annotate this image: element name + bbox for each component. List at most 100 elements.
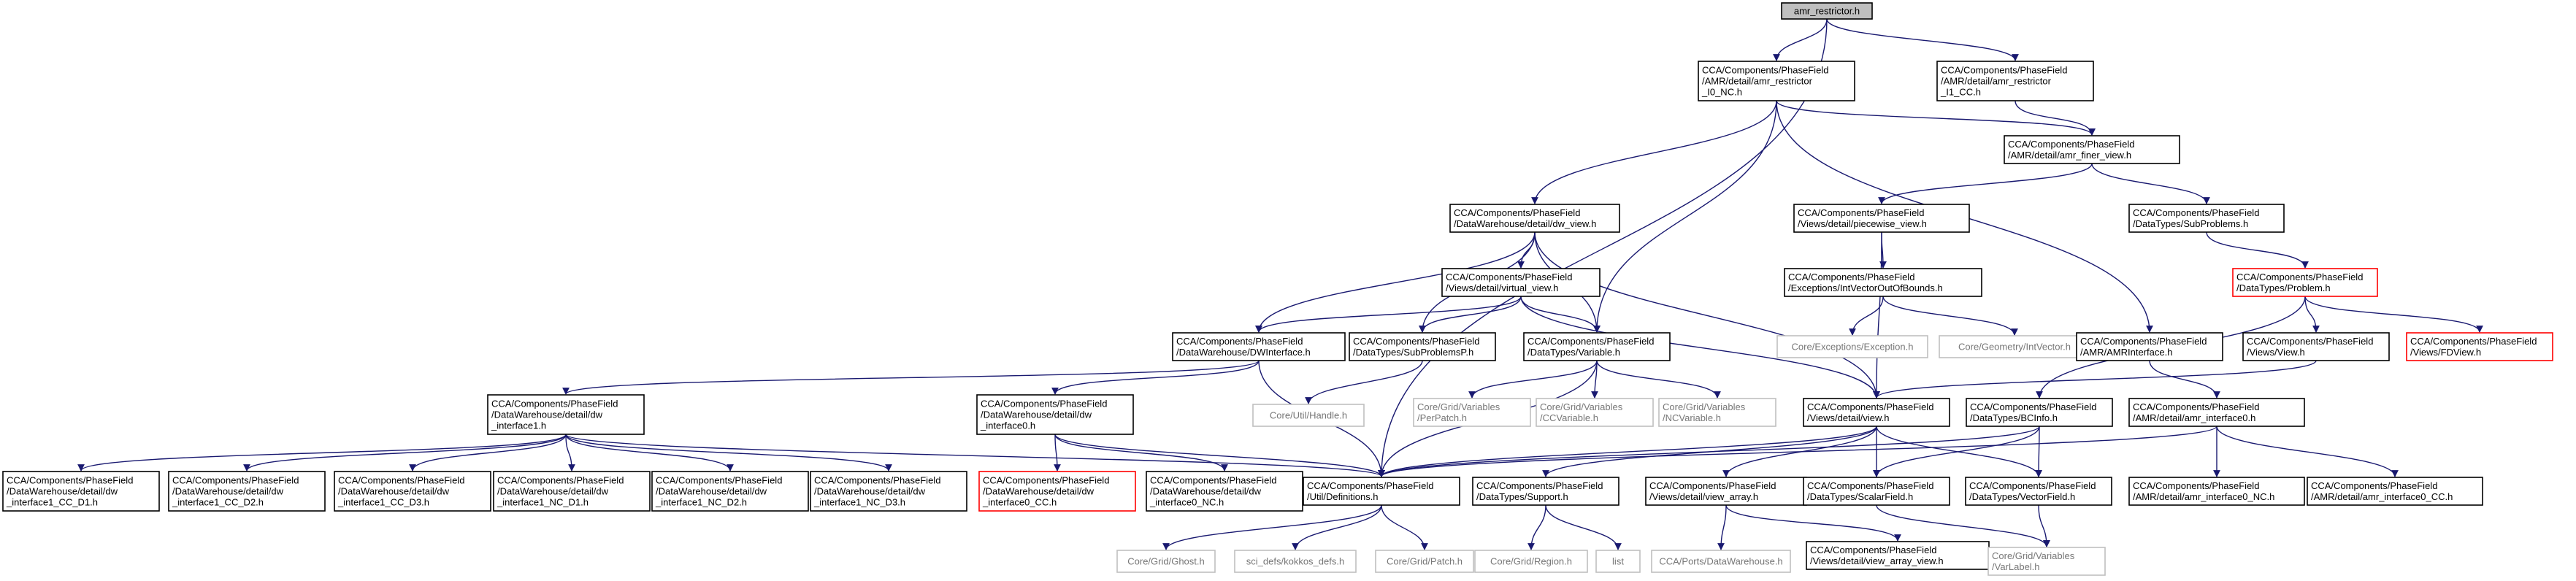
node-label-line: /AMR/AMRInterface.h bbox=[2080, 347, 2172, 358]
edge-variable-to-ccvariable bbox=[1591, 360, 1598, 399]
node-label-line: CCA/Ports/DataWarehouse.h bbox=[1659, 556, 1782, 567]
node-label-line: _interface1_CC_D2.h bbox=[172, 497, 264, 508]
node-subproblemsp[interactable]: CCA/Components/PhaseField/DataTypes/SubP… bbox=[1349, 332, 1496, 361]
node-label-line: CCA/Components/PhaseField bbox=[1807, 401, 1933, 412]
node-label-line: /DataWarehouse/detail/dw bbox=[497, 486, 609, 497]
node-varlabel: Core/Grid/Variables/VarLabel.h bbox=[1987, 547, 2106, 576]
edge-virtual_view-to-dwinterface bbox=[1255, 296, 1522, 333]
node-i0_cc[interactable]: CCA/Components/PhaseField/DataWarehouse/… bbox=[978, 471, 1136, 512]
node-exception: Core/Exceptions/Exception.h bbox=[1776, 335, 1928, 358]
edge-variable-to-ncvariable bbox=[1596, 360, 1721, 399]
node-i1_cc_d2[interactable]: CCA/Components/PhaseField/DataWarehouse/… bbox=[168, 471, 326, 512]
node-label-line: list bbox=[1612, 556, 1624, 567]
node-amr_interface0[interactable]: CCA/Components/PhaseField/AMR/detail/amr… bbox=[2128, 398, 2305, 427]
node-label-line: CCA/Components/PhaseField bbox=[983, 475, 1109, 486]
node-box bbox=[2128, 477, 2305, 506]
node-box bbox=[2128, 204, 2285, 233]
edge-dw_interface1-to-i1_nc_d3 bbox=[565, 434, 892, 472]
edge-dw_interface0-to-i0_cc bbox=[1054, 434, 1061, 472]
node-box bbox=[1595, 550, 1641, 573]
edge-virtual_view-to-subproblemsp bbox=[1419, 296, 1522, 333]
node-support[interactable]: CCA/Components/PhaseField/DataTypes/Supp… bbox=[1472, 477, 1619, 506]
node-label-line: /Views/FDView.h bbox=[2410, 347, 2481, 358]
node-box bbox=[1413, 398, 1531, 427]
edge-dw_interface0-to-definitions bbox=[1054, 434, 1385, 477]
node-vectorfield[interactable]: CCA/Components/PhaseField/DataTypes/Vect… bbox=[1965, 477, 2112, 506]
edge-root-to-restr_i1 bbox=[1826, 18, 2019, 61]
edge-dw_view-to-detail_view bbox=[1534, 231, 1880, 399]
node-view_array_view[interactable]: CCA/Components/PhaseField/Views/detail/v… bbox=[1806, 541, 1990, 570]
node-label-line: _interface1_NC_D2.h bbox=[655, 497, 747, 508]
node-label-line: CCA/Components/PhaseField bbox=[2236, 272, 2363, 282]
node-label-line: Core/Util/Handle.h bbox=[1270, 410, 1347, 421]
node-view_array[interactable]: CCA/Components/PhaseField/Views/detail/v… bbox=[1645, 477, 1807, 506]
node-box bbox=[1303, 477, 1460, 506]
edge-support-to-list bbox=[1545, 504, 1622, 550]
node-box bbox=[1806, 541, 1990, 570]
node-box bbox=[2128, 398, 2305, 427]
node-problem[interactable]: CCA/Components/PhaseField/DataTypes/Prob… bbox=[2232, 268, 2378, 297]
node-views_view[interactable]: CCA/Components/PhaseField/Views/View.h bbox=[2242, 332, 2390, 361]
node-detail_view[interactable]: CCA/Components/PhaseField/Views/detail/v… bbox=[1803, 398, 1950, 427]
node-intvec_oob[interactable]: CCA/Components/PhaseField/Exceptions/Int… bbox=[1784, 268, 1982, 297]
node-root[interactable]: amr_restrictor.h bbox=[1781, 2, 1873, 20]
node-dwinterface[interactable]: CCA/Components/PhaseField/DataWarehouse/… bbox=[1172, 332, 1346, 361]
node-bcinfo[interactable]: CCA/Components/PhaseField/DataTypes/BCIn… bbox=[1966, 398, 2113, 427]
node-variable[interactable]: CCA/Components/PhaseField/DataTypes/Vari… bbox=[1523, 332, 1671, 361]
node-label-line: /Views/detail/view.h bbox=[1807, 412, 1890, 423]
node-amr_i0_nc[interactable]: CCA/Components/PhaseField/AMR/detail/amr… bbox=[2128, 477, 2305, 506]
node-label-line: CCA/Components/PhaseField bbox=[1446, 272, 1572, 282]
node-subproblems[interactable]: CCA/Components/PhaseField/DataTypes/SubP… bbox=[2128, 204, 2285, 233]
node-label-line: _I0_NC.h bbox=[1701, 87, 1742, 98]
node-label-line: /DataWarehouse/detail/dw bbox=[656, 486, 767, 497]
node-label-line: Core/Grid/Variables bbox=[1417, 401, 1500, 412]
node-label-line: /Views/detail/piecewise_view.h bbox=[1798, 218, 1927, 229]
node-patch: Core/Grid/Patch.h bbox=[1375, 550, 1474, 573]
node-dw_interface0[interactable]: CCA/Components/PhaseField/DataWarehouse/… bbox=[976, 394, 1134, 435]
node-box bbox=[1474, 550, 1588, 573]
node-label-line: /DataTypes/BCInfo.h bbox=[1970, 412, 2058, 423]
edge-dw_interface1-to-i1_nc_d1 bbox=[565, 434, 575, 472]
node-restr_i0[interactable]: CCA/Components/PhaseField/AMR/detail/amr… bbox=[1698, 61, 1855, 101]
node-label-line: /DataWarehouse/detail/dw bbox=[981, 409, 1092, 420]
node-definitions[interactable]: CCA/Components/PhaseField/Util/Definitio… bbox=[1303, 477, 1460, 506]
node-i1_cc_d1[interactable]: CCA/Components/PhaseField/DataWarehouse/… bbox=[2, 471, 160, 512]
node-i1_cc_d3[interactable]: CCA/Components/PhaseField/DataWarehouse/… bbox=[334, 471, 491, 512]
node-i1_nc_d3[interactable]: CCA/Components/PhaseField/DataWarehouse/… bbox=[810, 471, 967, 512]
node-finer_view[interactable]: CCA/Components/PhaseField/AMR/detail/amr… bbox=[2004, 135, 2180, 164]
node-amrinterface[interactable]: CCA/Components/PhaseField/AMR/AMRInterfa… bbox=[2076, 332, 2223, 361]
edge-finer_view-to-subproblems bbox=[2091, 163, 2210, 204]
edge-dw_view-to-dwinterface bbox=[1255, 231, 1536, 333]
node-amr_i0_cc[interactable]: CCA/Components/PhaseField/AMR/detail/amr… bbox=[2307, 477, 2483, 506]
node-label-line: CCA/Components/PhaseField bbox=[1798, 207, 1924, 218]
edge-definitions-to-patch bbox=[1381, 504, 1428, 550]
node-label-line: CCA/Components/PhaseField bbox=[1353, 336, 1479, 347]
node-label-line: CCA/Components/PhaseField bbox=[2247, 336, 2373, 347]
node-label-line: CCA/Components/PhaseField bbox=[981, 399, 1107, 409]
node-i0_nc[interactable]: CCA/Components/PhaseField/DataWarehouse/… bbox=[1146, 471, 1303, 512]
node-scalarfield[interactable]: CCA/Components/PhaseField/DataTypes/Scal… bbox=[1803, 477, 1950, 506]
node-label-line: /DataTypes/ScalarField.h bbox=[1807, 491, 1913, 502]
node-dw_interface1[interactable]: CCA/Components/PhaseField/DataWarehouse/… bbox=[487, 394, 645, 435]
node-i1_nc_d1[interactable]: CCA/Components/PhaseField/DataWarehouse/… bbox=[493, 471, 651, 512]
edge-virtual_view-to-variable bbox=[1520, 296, 1601, 333]
node-label-line: /DataTypes/Support.h bbox=[1476, 491, 1568, 502]
node-fdview[interactable]: CCA/Components/PhaseField/Views/FDView.h bbox=[2406, 332, 2553, 361]
node-box bbox=[1966, 398, 2113, 427]
node-dw_view[interactable]: CCA/Components/PhaseField/DataWarehouse/… bbox=[1449, 204, 1620, 233]
node-restr_i1[interactable]: CCA/Components/PhaseField/AMR/detail/amr… bbox=[1936, 61, 2094, 101]
node-box bbox=[1375, 550, 1474, 573]
node-i1_nc_d2[interactable]: CCA/Components/PhaseField/DataWarehouse/… bbox=[651, 471, 809, 512]
node-label-line: /DataWarehouse/detail/dw bbox=[172, 486, 284, 497]
node-box bbox=[1146, 471, 1303, 512]
node-piecewise_view[interactable]: CCA/Components/PhaseField/Views/detail/p… bbox=[1793, 204, 1970, 233]
node-label-line: /AMR/detail/amr_restrictor bbox=[1941, 76, 2052, 87]
edge-restr_i0-to-variable bbox=[1593, 100, 1777, 333]
node-box bbox=[1252, 404, 1365, 427]
node-label-line: CCA/Components/PhaseField bbox=[172, 475, 299, 486]
node-label-line: _interface1.h bbox=[491, 420, 546, 431]
edge-amrinterface-to-amr_interface0 bbox=[2149, 360, 2220, 399]
node-box bbox=[1658, 398, 1776, 427]
node-virtual_view[interactable]: CCA/Components/PhaseField/Views/detail/v… bbox=[1441, 268, 1601, 297]
node-label-line: CCA/Components/PhaseField bbox=[1788, 272, 1914, 282]
